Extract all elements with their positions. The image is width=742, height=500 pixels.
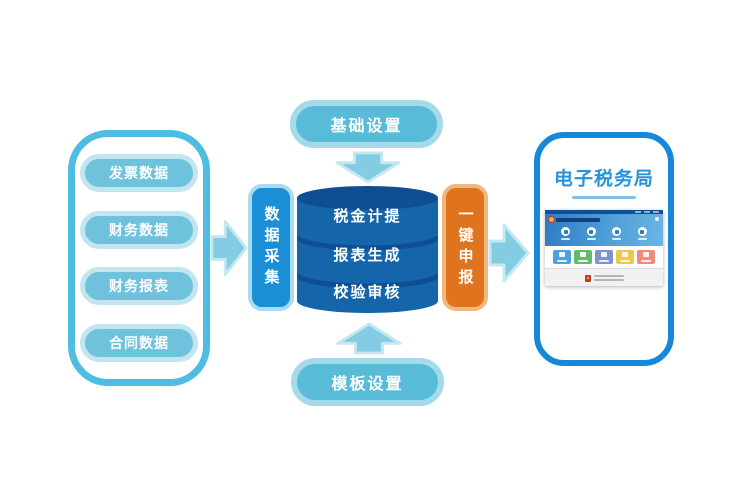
template-settings-label: 模板设置: [331, 376, 404, 393]
data-collect-label: 数据采集: [262, 205, 280, 290]
nav-item: [637, 227, 647, 240]
nav-item: [586, 227, 596, 240]
topbar-link-bar: [644, 211, 650, 213]
nav-label-bar: [561, 237, 571, 240]
cylinder-shape: [297, 186, 438, 313]
arrow-right-icon: [488, 216, 530, 290]
one-click-declare-label: 一键申报: [456, 205, 474, 290]
base-settings-pill: 基础设置: [290, 100, 443, 148]
nav-circle-icon: [586, 227, 596, 236]
nav-circle-icon: [612, 227, 622, 236]
source-pill-label: 合同数据: [109, 334, 169, 351]
phone-frame-icon: 电子税务局: [534, 132, 674, 366]
quick-button-yellow: [616, 250, 634, 264]
site-topbar: [545, 210, 663, 214]
nav-label-bar: [612, 237, 622, 240]
source-pill-label: 发票数据: [109, 165, 169, 182]
quick-button-salmon: [637, 250, 655, 264]
topbar-link-bar: [635, 211, 641, 213]
source-pill-contract-data: 合同数据: [80, 323, 198, 362]
site-nav-icons: [545, 227, 663, 240]
source-pill-label: 财务数据: [109, 221, 169, 238]
quick-button-green: [574, 250, 592, 264]
engine-row-tax-accrual: 税金计提: [333, 208, 402, 225]
source-pill-label: 财务报表: [109, 278, 169, 295]
arrow-right-icon: [210, 211, 248, 285]
site-banner: [545, 214, 663, 246]
national-emblem-icon: [548, 216, 555, 223]
nav-label-bar: [637, 237, 647, 240]
source-pill-invoice-data: 发票数据: [80, 154, 198, 193]
footer-text-bars: [593, 275, 624, 281]
phone-app-title: 电子税务局: [553, 169, 655, 190]
arrow-down-icon: [333, 151, 403, 184]
data-collect-bar: 数据采集: [248, 184, 294, 311]
site-name-bar: [556, 218, 600, 222]
gear-icon: [655, 217, 659, 221]
template-settings-pill: 模板设置: [291, 358, 444, 406]
nav-item: [612, 227, 622, 240]
engine-row-verify-audit: 校验审核: [333, 284, 402, 301]
engine-row-report-generate: 报表生成: [333, 247, 402, 264]
nav-item: [561, 227, 571, 240]
phone-subtitle-bar: [572, 196, 636, 199]
tax-website-screenshot: [545, 210, 663, 286]
topbar-link-bar: [653, 211, 659, 213]
base-settings-label: 基础设置: [330, 118, 403, 135]
data-sources-group: 发票数据 财务数据 财务报表 合同数据: [68, 130, 210, 386]
footer-emblem-icon: [584, 274, 591, 282]
arrow-up-icon: [334, 322, 404, 355]
database-cylinder-icon: 税金计提 报表生成 校验审核: [297, 184, 438, 315]
nav-label-bar: [586, 237, 596, 240]
one-click-declare-bar: 一键申报: [442, 184, 488, 311]
site-quick-buttons: [545, 246, 663, 268]
quick-button-blue: [553, 250, 571, 264]
source-pill-finance-data: 财务数据: [80, 210, 198, 249]
source-pill-finance-report: 财务报表: [80, 267, 198, 306]
nav-circle-icon: [561, 227, 571, 236]
nav-circle-icon: [637, 227, 647, 236]
site-footer: [545, 268, 663, 286]
quick-button-periwinkle: [595, 250, 613, 264]
